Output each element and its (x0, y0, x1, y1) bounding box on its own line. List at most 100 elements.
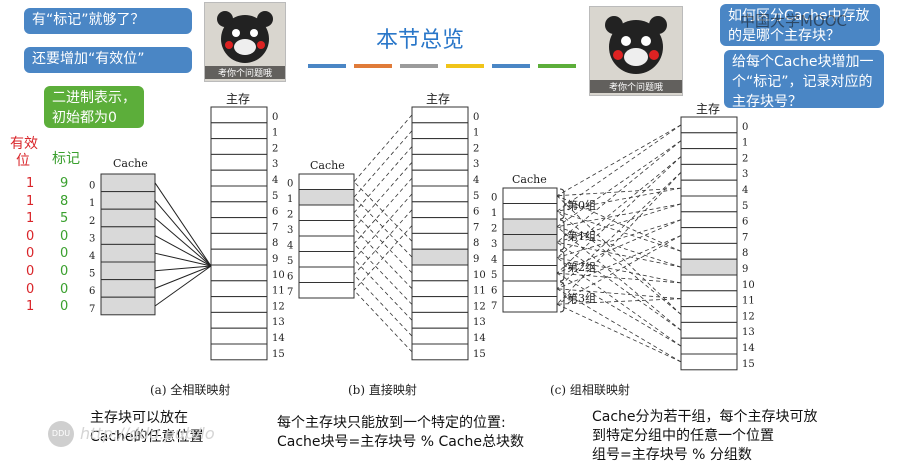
main-memory-block-a (210, 122, 268, 140)
mapping-line-b (353, 225, 413, 291)
mapping-line-b (353, 274, 413, 337)
main-memory-block-a (210, 280, 268, 298)
main-memory-block-c-number: 0 (742, 122, 748, 133)
mapping-line-b (353, 258, 413, 321)
speech-bubble-tag-question: 有“标记”就够了？ (24, 8, 192, 34)
cache-block-b (298, 235, 355, 252)
main-memory-block-b-number: 15 (473, 349, 486, 360)
main-memory-block-c-number: 6 (742, 217, 748, 228)
main-memory-block-a-number: 7 (272, 222, 278, 233)
main-memory-block-a-number: 6 (272, 207, 278, 218)
main-memory-block-c-number: 8 (742, 248, 748, 259)
main-memory-block-b-number: 10 (473, 270, 486, 281)
main-memory-block-c (680, 132, 738, 150)
main-memory-block-b (411, 217, 469, 234)
mapping-line-b (353, 193, 413, 260)
valid-bit-value: 1 (26, 176, 35, 191)
mapping-arrow-a (154, 252, 212, 267)
mapping-line-b (353, 289, 413, 353)
mascot-photo-right: 考你个问题哦 (589, 6, 683, 96)
cache-block-c (502, 218, 558, 235)
main-memory-block-b (411, 153, 469, 171)
main-memory-block-a (210, 169, 268, 187)
valid-bit-value: 0 (26, 228, 35, 244)
mapping-line-c (556, 172, 682, 305)
main-memory-block-b (411, 169, 469, 187)
cache-block-a (100, 243, 156, 263)
cache-block-b-number: 4 (287, 241, 293, 252)
mapping-arrow-a (154, 265, 212, 307)
tag-value: 5 (60, 211, 69, 227)
cache-block-a (100, 296, 156, 316)
main-memory-block-a-number: 0 (272, 112, 278, 123)
title-color-bar (308, 64, 346, 68)
mooc-watermark: 中国大学MOOC (740, 12, 848, 30)
cache-block-b-number: 6 (287, 272, 293, 283)
main-memory-block-a-number: 13 (272, 317, 285, 328)
valid-bit-value: 0 (26, 281, 35, 297)
main-memory-block-a (210, 264, 268, 282)
cache-block-b (298, 173, 355, 190)
caption-fully-associative: (a) 全相联映射 (150, 383, 231, 397)
main-memory-block-a (210, 343, 268, 361)
cache-block-b-number: 5 (287, 256, 293, 267)
cache-block-c (502, 187, 558, 204)
main-memory-label-a: 主存 (226, 92, 251, 106)
note-direct-mapped: 每个主存块只能放到一个特定的位置: Cache块号=主存块号 % Cache总块… (277, 414, 524, 452)
main-memory-block-c-number: 7 (742, 232, 748, 243)
cache-block-c (502, 203, 558, 220)
main-memory-block-a-number: 10 (272, 270, 285, 281)
valid-bit-value: 0 (26, 246, 35, 262)
main-memory-label-c: 主存 (696, 102, 721, 116)
main-memory-block-b-number: 14 (473, 333, 486, 344)
main-memory-block-a-number: 9 (272, 254, 278, 265)
mapping-line-c (556, 235, 682, 305)
cache-block-c-number: 7 (491, 301, 497, 312)
main-memory-block-a-number: 5 (272, 191, 278, 202)
cache-block-a (100, 261, 156, 281)
tag-value: 9 (60, 176, 69, 191)
mapping-line-b (353, 209, 413, 276)
main-memory-block-a (210, 311, 268, 329)
main-memory-block-b (411, 185, 469, 203)
cache-block-a (100, 173, 156, 193)
main-memory-block-c-number: 3 (742, 169, 748, 180)
main-memory-block-b-number: 6 (473, 207, 479, 218)
main-memory-block-a (210, 201, 268, 219)
mapping-line-c (556, 226, 682, 268)
main-memory-block-c (680, 227, 738, 244)
main-memory-block-a-number: 8 (272, 238, 278, 249)
main-memory-block-a-number: 4 (272, 175, 278, 186)
valid-bit-value: 1 (26, 193, 35, 209)
mapping-line-c (556, 195, 682, 252)
main-memory-block-b-number: 8 (473, 238, 479, 249)
cache-block-a (100, 208, 156, 228)
mapping-arrow-a (154, 265, 212, 289)
tag-header: 标记 (52, 151, 80, 167)
main-memory-block-c (680, 274, 738, 292)
tag-value: 0 (60, 228, 69, 244)
mapping-arrow-a (154, 235, 212, 267)
cache-block-b (298, 189, 355, 206)
caption-direct-mapped: (b) 直接映射 (348, 383, 417, 397)
main-memory-block-b-number: 0 (473, 112, 479, 123)
mapping-line-c (556, 257, 682, 347)
mapping-line-c (556, 195, 682, 315)
mapping-line-c (556, 203, 682, 228)
mapping-line-b (353, 130, 413, 198)
mascot-photo-left: 考你个问题哦 (204, 2, 286, 82)
bear-mascot-icon (605, 16, 667, 74)
cache-block-a (100, 226, 156, 245)
main-memory-block-a (210, 185, 268, 203)
main-memory-block-b (411, 327, 469, 345)
note-set-associative: Cache分为若干组，每个主存块可放 到特定分组中的任意一个位置 组号=主存块号… (592, 408, 818, 465)
main-memory-block-b-number: 7 (473, 222, 479, 233)
main-memory-block-c-number: 14 (742, 343, 755, 354)
cache-block-a-number: 1 (89, 198, 95, 209)
cache-block-c-number: 2 (491, 224, 497, 235)
cache-block-a-number: 3 (89, 233, 95, 244)
mapping-line-c (556, 140, 682, 228)
cache-block-a-number: 7 (89, 304, 95, 315)
main-memory-block-c (680, 179, 738, 197)
